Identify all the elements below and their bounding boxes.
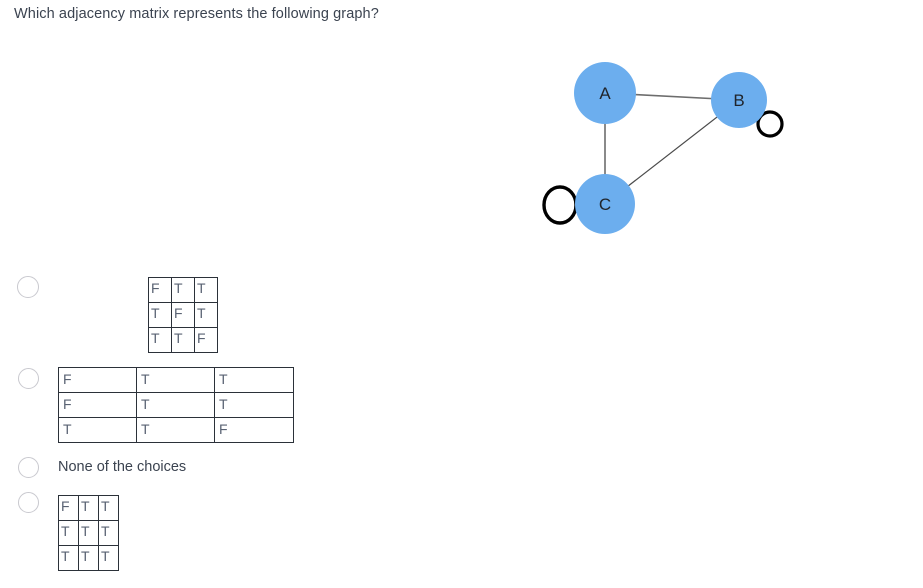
matrix-cell: T [148, 302, 172, 328]
table-row: F T T [148, 277, 218, 303]
option-2-radio[interactable] [18, 368, 39, 389]
option-3-radio[interactable] [18, 457, 39, 478]
option-3-label[interactable]: None of the choices [58, 459, 187, 475]
table-row: T T T [58, 520, 119, 546]
matrix-cell: T [58, 417, 137, 443]
option-4-matrix[interactable]: F T T T T T T T T [58, 495, 119, 571]
matrix-cell: F [171, 302, 195, 328]
matrix-cell: T [214, 392, 294, 418]
matrix-cell: F [214, 417, 294, 443]
matrix-cell: T [194, 302, 218, 328]
matrix-cell: T [58, 545, 79, 571]
table-row: T T F [58, 417, 294, 443]
matrix-cell: F [194, 327, 218, 353]
matrix-cell: T [136, 367, 215, 393]
matrix-cell: F [58, 495, 79, 521]
matrix-cell: T [136, 417, 215, 443]
question-prompt: Which adjacency matrix represents the fo… [14, 6, 379, 22]
matrix-cell: T [136, 392, 215, 418]
matrix-cell: T [171, 327, 195, 353]
matrix-cell: T [98, 545, 119, 571]
matrix-cell: T [78, 495, 99, 521]
matrix-cell: F [58, 392, 137, 418]
matrix-cell: F [58, 367, 137, 393]
matrix-cell: T [78, 520, 99, 546]
matrix-cell: T [214, 367, 294, 393]
graph-node-b[interactable] [711, 72, 767, 128]
option-1-radio[interactable] [17, 276, 39, 298]
graph-node-c-label: C [599, 195, 611, 214]
graph-node-a-label: A [599, 84, 611, 103]
table-row: F T T [58, 495, 119, 521]
matrix-cell: T [98, 495, 119, 521]
graph-figure: A B C [520, 40, 820, 255]
matrix-cell: T [98, 520, 119, 546]
option-4-radio[interactable] [18, 492, 39, 513]
option-2-matrix[interactable]: F T T F T T T T F [58, 367, 294, 443]
matrix-cell: T [194, 277, 218, 303]
table-row: T T T [58, 545, 119, 571]
matrix-cell: T [148, 327, 172, 353]
table-row: F T T [58, 367, 294, 393]
graph-node-b-label: B [733, 91, 744, 110]
graph-node-a[interactable] [574, 62, 636, 124]
matrix-cell: F [148, 277, 172, 303]
table-row: F T T [58, 392, 294, 418]
table-row: T F T [148, 302, 218, 328]
matrix-cell: T [78, 545, 99, 571]
matrix-cell: T [58, 520, 79, 546]
self-loop-c [542, 185, 578, 225]
self-loop-b [756, 110, 784, 138]
matrix-cell: T [171, 277, 195, 303]
option-1-matrix[interactable]: F T T T F T T T F [148, 277, 218, 353]
graph-node-c[interactable] [575, 174, 635, 234]
table-row: T T F [148, 327, 218, 353]
